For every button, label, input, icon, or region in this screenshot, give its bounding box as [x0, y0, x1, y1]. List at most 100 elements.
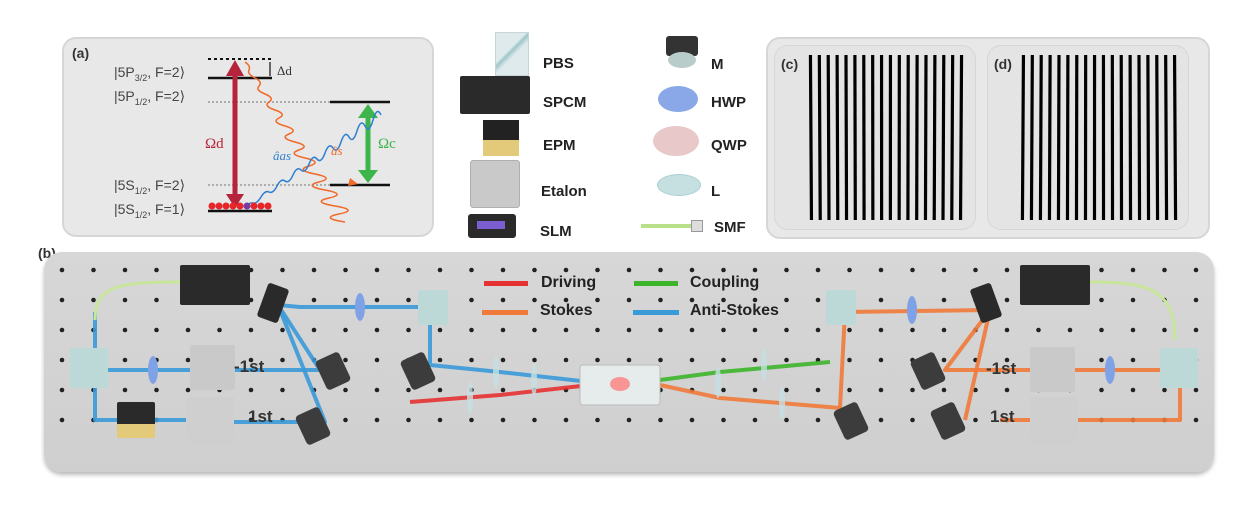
slm-right [970, 283, 1002, 323]
coupling-arrowhead-down [358, 170, 378, 183]
level-5s12-f2: |5S1/2, F=2⟩ [114, 177, 186, 196]
table-hole [406, 267, 411, 273]
pbs-icon [495, 32, 529, 76]
spcm-icon [460, 76, 530, 114]
spcm-label: SPCM [543, 94, 587, 111]
table-hole [689, 267, 695, 273]
mirror-left-3 [400, 352, 436, 390]
table-hole [563, 417, 569, 423]
fringe-stripe [906, 55, 910, 220]
table-hole [532, 297, 537, 303]
fork-pattern-d [1020, 55, 1178, 220]
table-hole [122, 387, 128, 393]
table-hole [469, 297, 474, 303]
table-hole [217, 327, 222, 333]
fringe-stripe [1083, 55, 1088, 220]
table-hole [1193, 267, 1199, 273]
table-hole [626, 267, 632, 273]
table-hole [343, 417, 348, 423]
smf-label: SMF [714, 219, 746, 236]
table-hole [1130, 387, 1136, 393]
stokes-label: âs [331, 143, 343, 158]
table-hole [1004, 297, 1010, 303]
table-hole [563, 267, 569, 273]
table-hole [1067, 327, 1073, 333]
slm-left [257, 283, 289, 323]
fringe-stripe [888, 55, 893, 220]
level-5p32-f2: |5P3/2, F=2⟩ [114, 64, 186, 83]
table-hole [280, 327, 285, 333]
table-hole [689, 357, 695, 363]
table-hole [154, 267, 159, 273]
table-hole [343, 387, 348, 393]
fringe-stripe [1119, 55, 1124, 220]
table-hole [154, 387, 159, 393]
table-hole [1130, 327, 1136, 333]
driving-arrowhead-up [226, 60, 244, 76]
table-hole [721, 417, 726, 423]
table-hole [815, 327, 821, 333]
legend-label-coupling: Coupling [690, 274, 760, 291]
table-hole [406, 297, 411, 303]
smf-icon [641, 220, 703, 232]
table-hole [973, 417, 978, 423]
table-hole [752, 327, 758, 333]
table-hole [1162, 267, 1167, 273]
table-hole [626, 357, 632, 363]
fringe-stripe [871, 55, 875, 220]
table-hole [1099, 327, 1104, 333]
coupling-rabi-label: Ωc [378, 136, 396, 152]
table-hole [1099, 297, 1104, 303]
table-hole [185, 357, 191, 363]
slm-label: SLM [540, 223, 572, 240]
fringe-stripe [1110, 55, 1115, 220]
table-hole [343, 297, 348, 303]
table-hole [815, 387, 821, 393]
epm-label: EPM [543, 137, 576, 154]
table-hole [500, 327, 506, 333]
table-hole [122, 357, 128, 363]
hwp-left-upper [355, 293, 365, 321]
table-hole [469, 417, 474, 423]
table-hole [437, 417, 443, 423]
mirror-left-2 [295, 407, 331, 445]
table-hole [437, 327, 443, 333]
spcm-left [180, 265, 250, 305]
table-hole [280, 357, 285, 363]
table-hole [374, 387, 380, 393]
table-hole [469, 327, 474, 333]
fringe-stripe [826, 55, 831, 220]
table-hole [721, 297, 726, 303]
table-hole [343, 357, 348, 363]
mirror-icon [666, 36, 698, 70]
etalon-icon [470, 160, 520, 208]
fringe-stripe [817, 55, 822, 220]
table-hole [154, 297, 159, 303]
table-hole [878, 267, 884, 273]
table-hole [500, 357, 506, 363]
pbs-left [70, 348, 108, 388]
table-hole [1004, 267, 1010, 273]
panel-a-label: (a) [72, 45, 90, 61]
fringe-stripe [950, 55, 955, 220]
table-hole [532, 267, 537, 273]
fringe-stripe [1155, 55, 1160, 220]
table-hole [1162, 327, 1167, 333]
table-hole [1130, 267, 1136, 273]
table-hole [59, 357, 65, 363]
hwp-label: HWP [711, 94, 746, 111]
table-hole [532, 327, 537, 333]
table-hole [847, 387, 852, 393]
table-hole [689, 297, 695, 303]
table-hole [752, 387, 758, 393]
table-hole [563, 327, 569, 333]
spcm-right [1020, 265, 1090, 305]
table-hole [626, 297, 632, 303]
table-hole [941, 357, 947, 363]
table-hole [658, 297, 663, 303]
etalon-left-upper [190, 345, 235, 390]
fringe-stripe [1101, 55, 1106, 220]
fringe-stripe [1020, 55, 1026, 220]
table-hole [1193, 327, 1199, 333]
